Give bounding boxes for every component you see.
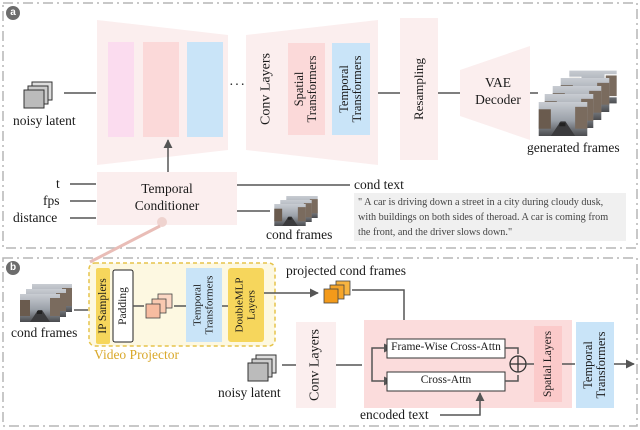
conv-layers-block-b [296, 322, 336, 408]
doublemlp-line-1: DoubleMLP [233, 277, 246, 333]
temporal-transformers-block-b [576, 322, 614, 408]
connector-line [89, 224, 161, 264]
doublemlp-label: DoubleMLP Layers [233, 277, 257, 333]
doublemlp-line-2: Layers [245, 290, 257, 320]
ip-samplers-label: IP Samplers [96, 278, 109, 334]
ip-samplers-block [96, 268, 110, 344]
projected-cond-frames-label: projected cond frames [286, 263, 406, 278]
resampling-label: Resampling [411, 57, 427, 121]
spatial-layers-block-b [534, 326, 562, 402]
branch-to-framewise [371, 343, 393, 365]
noisy-latent-label-b: noisy latent [218, 385, 281, 400]
cond-frames-label-b: cond frames [11, 325, 78, 340]
vae-decoder-label: VAE Decoder [469, 74, 527, 108]
input-t-label: t [56, 176, 60, 191]
panel-a-border [2, 2, 638, 249]
cross-attn-label: Cross-Attn [420, 374, 472, 386]
spatial-layers-label-b: Spatial Layers [541, 330, 554, 398]
branch-to-crossattn [371, 365, 393, 386]
temporal-transformers-label-b: Temporal Transformers [581, 331, 608, 399]
framewise-to-sum [505, 347, 519, 354]
encoder-block-pink [108, 42, 134, 137]
conditioner-line-1: Temporal [141, 181, 193, 196]
padding-label: Padding [116, 287, 129, 325]
sum-node-icon [509, 355, 527, 373]
ellipsis-label: ··· [229, 78, 246, 93]
spatial-transformers-label-a: Spatial Transformers [292, 55, 319, 123]
input-fps-label: fps [43, 193, 60, 208]
peach-cubes [145, 293, 173, 319]
temporal-b-line-2: Transformers [594, 331, 608, 399]
conv-layers-label-a: Conv Layers [258, 53, 274, 125]
cond-text-label: cond text [354, 177, 404, 192]
crossattn-to-sum [505, 375, 519, 382]
connector-dot [157, 217, 167, 227]
vae-decoder-shape [460, 46, 530, 140]
cond-frames-stack-b [20, 284, 72, 322]
encoder-block-blue [187, 42, 223, 137]
spatial-transformers-line-2: Transformers [305, 55, 319, 123]
encoded-text-label: encoded text [360, 407, 429, 422]
conditioner-line-2: Conditioner [134, 198, 200, 213]
resampling-block [400, 18, 438, 160]
decoder-temporal-block [332, 43, 370, 135]
projected-cond-cubes [323, 280, 351, 304]
encoder-block-salmon [143, 42, 179, 137]
vae-line-2: Decoder [475, 92, 521, 107]
input-distance-label: distance [13, 210, 58, 225]
panel-b-border [2, 257, 638, 427]
noisy-latent-cubes-a [23, 81, 53, 109]
temporal-transformers-label-a: Temporal Transformers [337, 55, 364, 123]
temporal-conditioner-box [97, 172, 237, 225]
frame-wise-cross-attn-label: Frame-Wise Cross-Attn [391, 341, 501, 353]
cond-text-quote: " A car is driving down a street in a ci… [358, 197, 609, 238]
panel-a-badge: a [6, 6, 20, 20]
projector-temporal-line-2: Transformers [203, 275, 215, 335]
cond-frames-label-a: cond frames [266, 227, 333, 242]
video-projector-label: Video Projector [94, 347, 180, 362]
doublemlp-block [228, 268, 264, 342]
decoder-spatial-block [288, 43, 325, 135]
noisy-latent-cubes-b [247, 354, 277, 382]
arrow-encoded-text [440, 392, 485, 416]
projector-temporal-block [186, 268, 222, 342]
cond-text-box [354, 193, 626, 241]
cond-frames-stack-a [274, 196, 318, 226]
vae-line-1: VAE [484, 75, 511, 90]
panel-b-badge: b [6, 261, 20, 275]
conv-layers-label-b: Conv Layers [307, 329, 323, 401]
temporal-conditioner-label: Temporal Conditioner [97, 180, 237, 214]
generated-frames-stack [538, 70, 618, 136]
generated-frames-label: generated frames [527, 140, 620, 155]
projector-temporal-line-1: Temporal [191, 284, 204, 326]
noisy-latent-label-a: noisy latent [13, 113, 76, 128]
projector-temporal-label: Temporal Transformers [191, 275, 215, 335]
temporal-transformers-line-2: Transformers [350, 55, 364, 123]
